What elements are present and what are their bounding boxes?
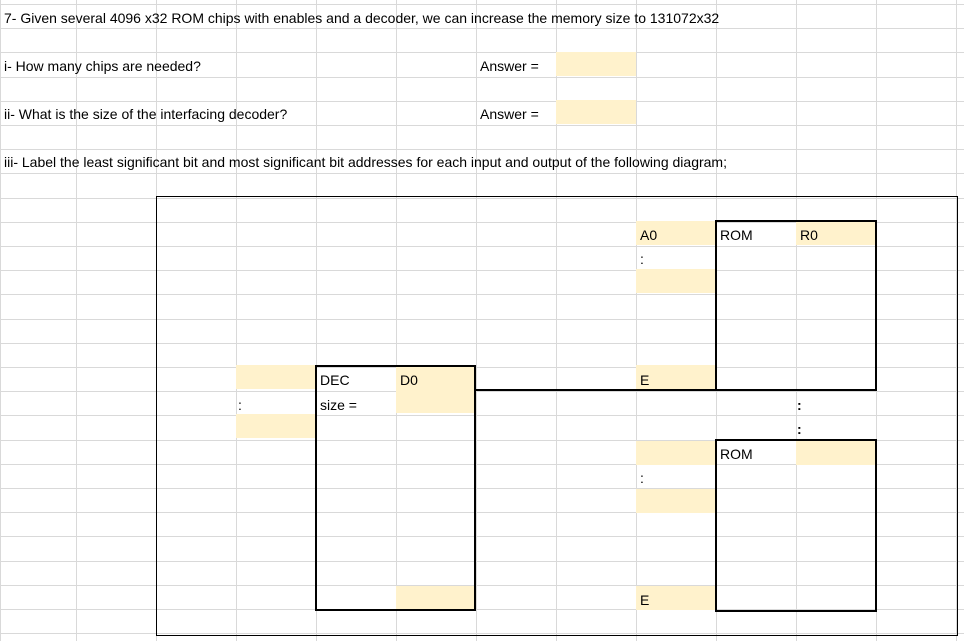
enable-label-rom2: E [640,592,650,608]
decoder-size-label: size = [320,397,357,413]
question-part-1: i- How many chips are needed? [4,58,201,74]
dec-last-output-cell[interactable] [396,586,475,610]
rom-1-label: ROM [720,227,753,243]
rom-2-label: ROM [720,446,753,462]
address-lsb-cell-rom2[interactable] [636,441,715,465]
answer-label-1: Answer = [480,58,539,74]
dec-input-lsb-cell[interactable] [236,365,315,389]
a0-cell-rom1[interactable] [636,221,715,245]
decoder-label: DEC [320,372,350,388]
r0-label: R0 [800,227,818,243]
r0-cell-rom1[interactable] [796,221,875,245]
output-dots-lower: : [797,421,802,437]
enable-label-rom1: E [640,372,650,388]
decoder-input-dots: : [238,397,242,413]
question-part-2: ii- What is the size of the interfacing … [4,106,288,122]
address-msb-cell-rom2[interactable] [636,489,715,513]
output-cell-rom2[interactable] [796,441,875,465]
answer-label-2: Answer = [480,106,539,122]
rom-chip-1 [715,220,877,391]
question-part-3: iii- Label the least significant bit and… [4,154,727,170]
enable-cell-rom2[interactable] [636,586,715,610]
output-dots-upper: : [797,397,802,413]
rom-chip-2 [715,439,877,612]
address-dots-rom1: : [640,251,644,267]
d0-output-cell[interactable] [396,365,475,413]
address-msb-cell-rom1[interactable] [636,269,715,293]
dec-input-msb-cell[interactable] [236,414,315,438]
address-dots-rom2: : [640,470,644,486]
d0-to-enable-line [475,389,716,391]
answer-cell-decoder-size[interactable] [556,100,636,124]
diagram-frame [156,196,958,636]
enable-cell-rom1[interactable] [636,365,715,389]
answer-cell-chips[interactable] [556,52,636,76]
d0-label: D0 [400,372,418,388]
decoder-box [315,365,476,611]
question-title: 7- Given several 4096 x32 ROM chips with… [4,10,720,26]
a0-label: A0 [640,227,658,243]
